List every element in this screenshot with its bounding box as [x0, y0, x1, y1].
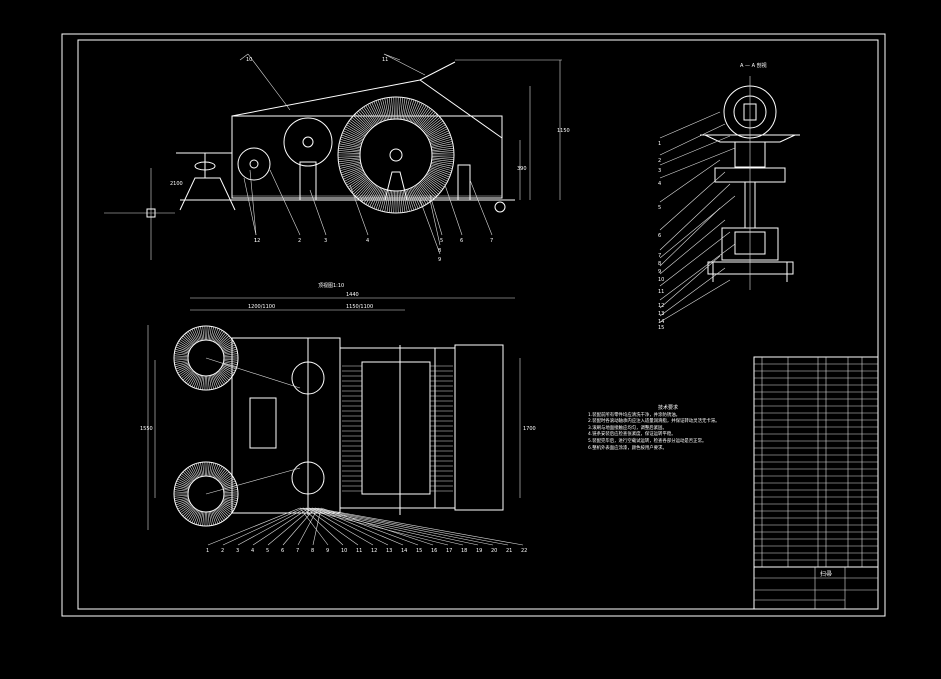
- side-brush-bottom: [173, 461, 239, 527]
- dim-front-height: 1150: [557, 128, 570, 134]
- balloon-label: 6: [281, 548, 284, 554]
- balloon-label: 14: [658, 319, 664, 325]
- outer-frame: [61, 33, 886, 617]
- balloon-label: 3: [324, 238, 327, 244]
- balloon-label: 14: [401, 548, 407, 554]
- balloon-label: 1: [658, 141, 661, 147]
- tech-item: 5.装配完毕后，进行空载试运转，检查各部分运动是否正常。: [588, 438, 707, 444]
- balloon-label: 17: [446, 548, 452, 554]
- title-block-name: 扫帚: [820, 570, 832, 578]
- tech-item: 4.链条安装后应检查张紧度，保证运转平稳。: [588, 432, 676, 438]
- tech-item: 3.滚刷与地面接触应均匀，调整后紧固。: [588, 425, 667, 431]
- balloon-label: 18: [461, 548, 467, 554]
- dim-plan-width: 1440: [346, 292, 359, 298]
- dim-front-small: 2100: [170, 181, 183, 187]
- balloon-label: 5: [266, 548, 269, 554]
- plan-view: 顶视图1:10 1440 1200/1100 1150/1100: [140, 282, 536, 554]
- dim-plan-right: 1150/1100: [346, 304, 373, 310]
- balloon-label: 10: [341, 548, 347, 554]
- balloon-label: 4: [251, 548, 254, 554]
- dim-plan-height2: 1700: [523, 426, 536, 432]
- balloon-label: 1: [254, 238, 257, 244]
- dim-plan-height: 1550: [140, 426, 153, 432]
- balloon-label: 11: [356, 548, 362, 554]
- balloon-label: 19: [476, 548, 482, 554]
- balloon-label: 21: [506, 548, 512, 554]
- balloon-label: 15: [658, 325, 664, 331]
- balloon-label: 20: [491, 548, 497, 554]
- balloon-label: 16: [431, 548, 437, 554]
- balloon-label: 15: [416, 548, 422, 554]
- dim-plan-left: 1200/1100: [248, 304, 275, 310]
- balloon-label: 6: [658, 233, 661, 239]
- balloon-label: 3: [658, 168, 661, 174]
- tech-item: 1.装配前所有零件均应清洗干净，并涂防锈油。: [588, 412, 681, 418]
- balloon-label: 13: [658, 311, 664, 317]
- pulley: [283, 117, 333, 167]
- plan-view-title: 顶视图1:10: [318, 282, 344, 289]
- balloon-label: 7: [658, 253, 661, 259]
- balloon-label: 1: [206, 548, 209, 554]
- balloon-label: 9: [326, 548, 329, 554]
- balloon-label: 3: [236, 548, 239, 554]
- balloon-label: 12: [254, 238, 260, 244]
- balloon-label: 4: [366, 238, 369, 244]
- balloon-label: 12: [371, 548, 377, 554]
- inner-frame: [77, 39, 879, 610]
- balloon-label: 5: [440, 238, 443, 244]
- balloon-label: 2: [221, 548, 224, 554]
- balloon-label: 9: [658, 269, 661, 275]
- balloon-label: 10: [246, 57, 252, 63]
- side-brush-top: [173, 325, 239, 391]
- balloon-label: 22: [521, 548, 527, 554]
- balloon-label: 12: [658, 303, 664, 309]
- tech-item: 2.装配时各滚动轴承内应注入适量润滑脂，并保证转动灵活无卡滞。: [588, 419, 720, 425]
- balloon-label: 6: [460, 238, 463, 244]
- technical-requirements: 技术要求 1.装配前所有零件均应清洗干净，并涂防锈油。 2.装配时各滚动轴承内应…: [588, 405, 748, 452]
- balloon-label: 8: [311, 548, 314, 554]
- balloon-label: 2: [298, 238, 301, 244]
- parts-list-table: [753, 356, 879, 568]
- tech-item: 6.整机外表面应涂漆，颜色按用户要求。: [588, 445, 667, 451]
- balloon-label: 7: [296, 548, 299, 554]
- dim-front-height2: 390: [517, 166, 527, 172]
- balloon-label: 10: [658, 277, 664, 283]
- title-block: 扫帚: [753, 566, 879, 610]
- balloon-label: 2: [658, 158, 661, 164]
- section-title: A — A 剖视: [740, 62, 767, 69]
- balloon-label: 13: [386, 548, 392, 554]
- balloon-label: 11: [658, 289, 664, 295]
- balloon-label: 11: [382, 57, 388, 63]
- balloon-label: 4: [658, 181, 661, 187]
- balloon-label: 8: [658, 261, 661, 267]
- tech-title: 技术要求: [657, 405, 678, 411]
- balloon-label: 7: [490, 238, 493, 244]
- balloon-label: 9: [438, 257, 441, 263]
- balloon-label: 8: [438, 248, 441, 254]
- balloon-label: 5: [658, 205, 661, 211]
- main-brush: [337, 96, 455, 214]
